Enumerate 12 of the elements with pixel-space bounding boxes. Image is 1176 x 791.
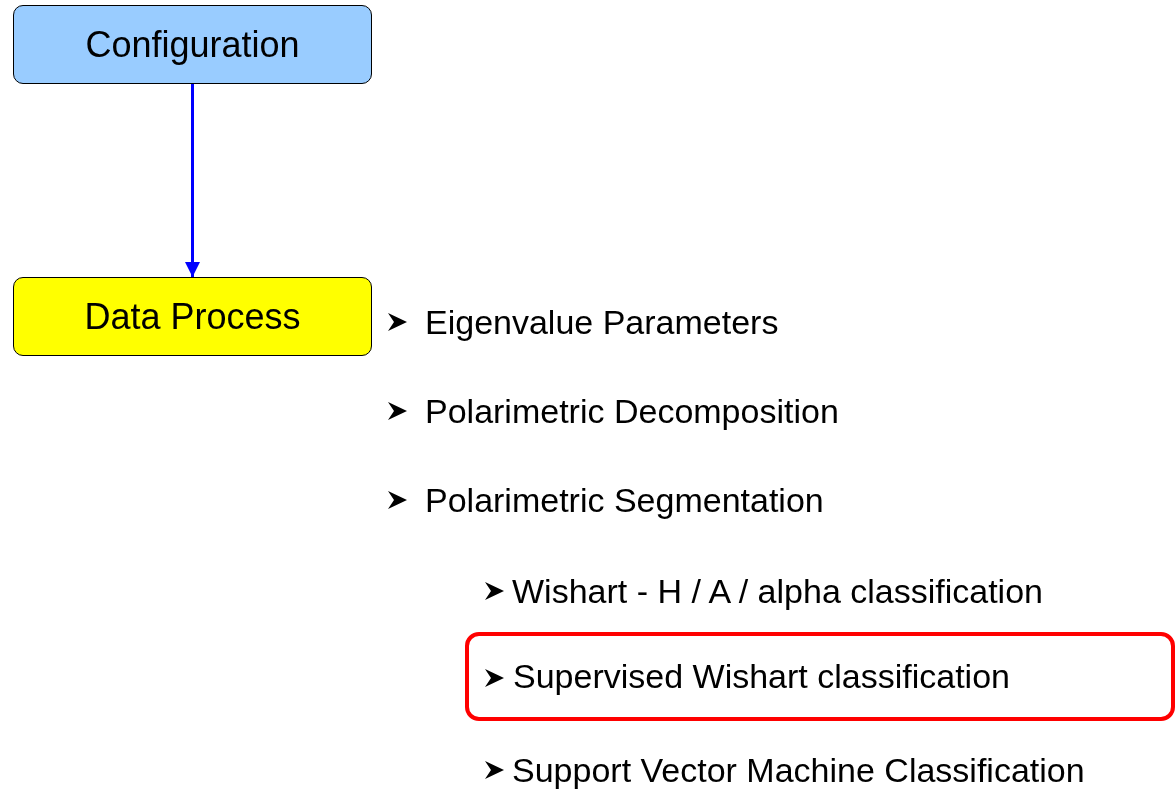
node-label: Data Process [84,295,301,338]
node-label: Supervised Wishart classification [513,657,1010,696]
process-box [13,277,372,356]
node-label: Configuration [85,23,300,66]
arrow [185,84,200,277]
list-item-text: Wishart - H / A / alpha classification [512,571,1043,611]
list-item-text: Polarimetric Segmentation [425,480,824,520]
list-item-text: Support Vector Machine Classification [512,750,1085,790]
highlight-box [465,632,1175,721]
list-item-text: Polarimetric Decomposition [425,391,839,431]
config-box [13,5,372,84]
list-item-text: Eigenvalue Parameters [425,302,779,342]
